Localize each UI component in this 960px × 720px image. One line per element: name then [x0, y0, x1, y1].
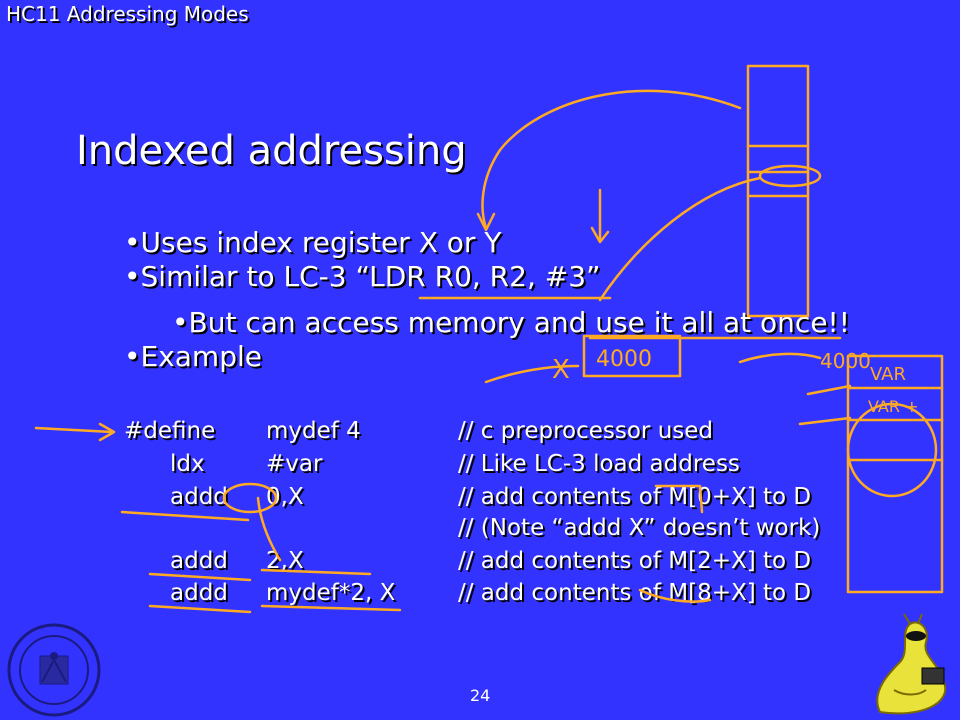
code-arg: 2,X: [266, 548, 304, 574]
bullet-example: •Example: [124, 340, 262, 373]
university-seal-logo: [7, 623, 101, 717]
code-comment: // (Note “addd X” doesn’t work): [458, 515, 821, 541]
slide-header: HC11 Addressing Modes: [6, 2, 249, 26]
ink-x-arrow: [484, 364, 580, 384]
bullet-access-memory: •But can access memory and use it all at…: [172, 306, 850, 339]
ink-left-arrow: [34, 426, 114, 434]
code-arg: mydef 4: [266, 418, 361, 444]
slide-title: Indexed addressing: [76, 128, 467, 174]
ink-arc-arrow: [481, 89, 742, 230]
slug-mascot-logo: [876, 613, 947, 715]
code-arg: #var: [266, 451, 323, 477]
bullet-lc3-similar: •Similar to LC-3 “LDR R0, R2, #3”: [124, 260, 601, 293]
page-number: 24: [470, 686, 491, 705]
code-comment: // c preprocessor used: [458, 418, 713, 444]
code-comment: // Like LC-3 load address: [458, 451, 740, 477]
ink-arc-arrow-2: [598, 176, 762, 302]
ink-mem-var-plus: VAR +: [868, 397, 918, 416]
ink-x-register-box: [582, 334, 682, 378]
code-arg: 0,X: [266, 484, 304, 510]
ink-memory-column-2: [846, 354, 944, 594]
ink-big-circle: [846, 402, 938, 498]
ink-arrow-value: 4000: [820, 349, 871, 373]
ink-mem-var: VAR: [870, 364, 906, 385]
code-label: #define: [124, 418, 216, 444]
ink-x-value: 4000: [596, 347, 652, 372]
code-op: addd: [170, 548, 228, 574]
ink-x-label: X: [552, 355, 570, 385]
code-comment: // add contents of M[0+X] to D: [458, 484, 812, 510]
ink-circle: [758, 164, 822, 188]
code-comment: // add contents of M[8+X] to D: [458, 580, 812, 606]
code-op: ldx: [170, 451, 205, 477]
ink-memory-column: [746, 64, 810, 318]
ink-arrowhead: [590, 226, 610, 244]
code-op: addd: [170, 580, 228, 606]
bullet-index-register: •Uses index register X or Y: [124, 226, 502, 259]
code-arg: mydef*2, X: [266, 580, 396, 606]
code-op: addd: [170, 484, 228, 510]
code-comment: // add contents of M[2+X] to D: [458, 548, 812, 574]
ink-arrowhead: [98, 422, 116, 442]
ink-arrow-to-memory: [738, 352, 822, 364]
